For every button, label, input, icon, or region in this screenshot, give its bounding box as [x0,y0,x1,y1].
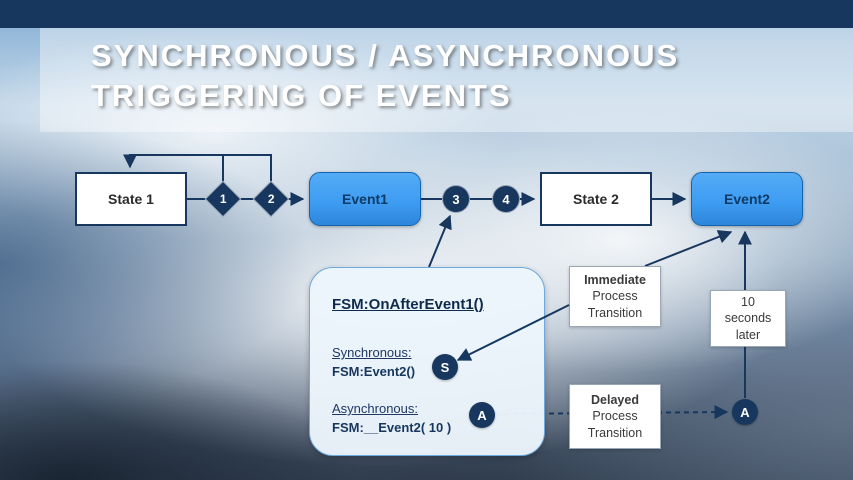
transition-diamond-2-label: 2 [267,192,275,206]
immediate-note: Immediate Process Transition [569,266,661,327]
immediate-note-line-2: Process [592,289,638,304]
immediate-note-line-1: Immediate [584,273,646,288]
title-line-1: SYNCHRONOUS / ASYNCHRONOUS [91,38,680,73]
async-badge-a: A [469,402,495,428]
step-circle-4-label: 4 [502,191,510,207]
ten-seconds-note-line-2: seconds [724,311,772,326]
transition-diamond-1-label: 1 [219,192,227,206]
sync-badge-s-label: S [440,359,450,375]
state2-box: State 2 [540,172,652,226]
asynchronous-code: FSM:__Event2( 10 ) [332,420,452,435]
fsm-callout: FSM:OnAfterEvent1() Synchronous: FSM:Eve… [309,267,545,456]
async-badge-a-label: A [477,407,487,423]
state2-label: State 2 [573,191,619,207]
ten-seconds-note: 10 seconds later [710,290,786,347]
ten-seconds-note-line-3: later [735,327,761,342]
title-line-2: TRIGGERING OF EVENTS [91,78,512,113]
state1-label: State 1 [108,191,154,207]
delayed-note-line-1: Delayed [591,393,639,408]
event1-box: Event1 [309,172,421,226]
delayed-note-line-2: Process [592,409,638,424]
async-target-badge: A [732,399,758,425]
fsm-callout-heading: FSM:OnAfterEvent1() [332,296,484,313]
ten-seconds-note-line-1: 10 [741,295,755,310]
sync-badge-s: S [432,354,458,380]
slide-title: SYNCHRONOUS / ASYNCHRONOUS TRIGGERING OF… [91,36,679,116]
step-circle-3-label: 3 [452,191,460,207]
event1-label: Event1 [342,191,388,207]
synchronous-code: FSM:Event2() [332,364,416,379]
delayed-note: Delayed Process Transition [569,384,661,449]
delayed-note-line-3: Transition [587,425,643,440]
event2-label: Event2 [724,191,770,207]
state1-box: State 1 [75,172,187,226]
event2-box: Event2 [691,172,803,226]
step-circle-3: 3 [442,185,470,213]
synchronous-label: Synchronous: [332,345,412,360]
step-circle-4: 4 [492,185,520,213]
async-target-badge-label: A [740,404,750,420]
title-band [40,28,853,132]
immediate-note-line-3: Transition [587,305,643,320]
top-bar [0,0,853,28]
asynchronous-label: Asynchronous: [332,401,418,416]
